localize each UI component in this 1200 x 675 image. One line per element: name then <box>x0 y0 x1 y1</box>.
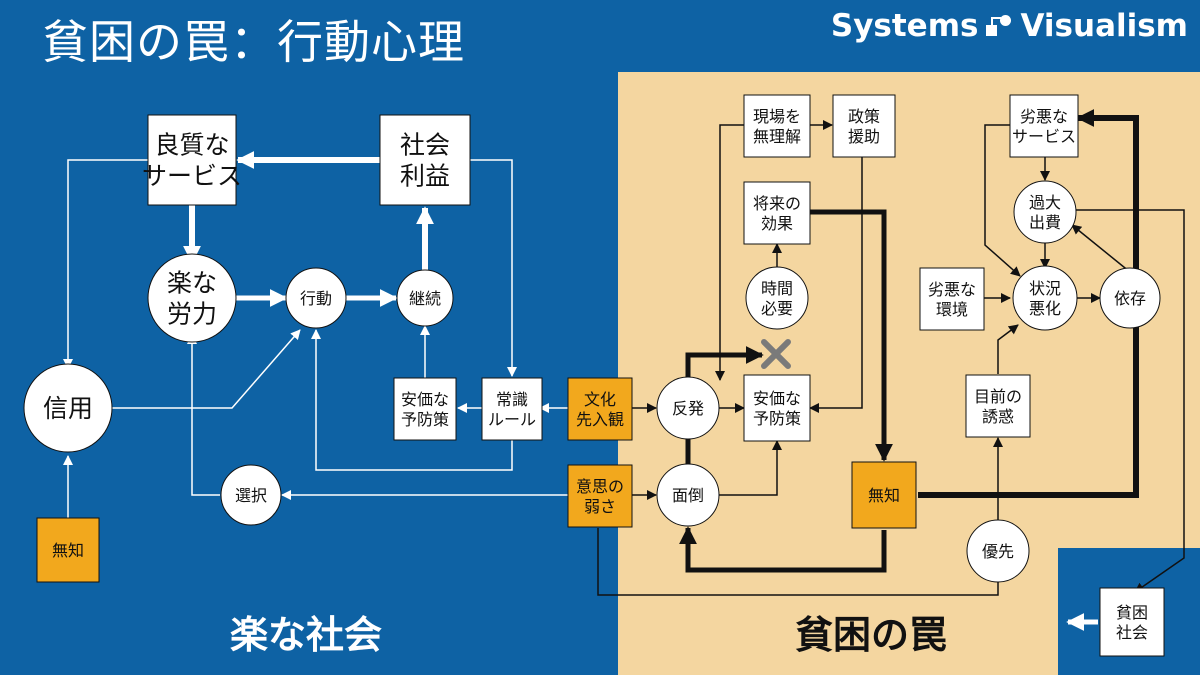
link-bad-service-to-situation <box>984 124 1021 277</box>
node-label-future-effect: 将来の効果 <box>753 194 801 233</box>
node-label-common-rule: 常識ルール <box>488 390 536 429</box>
link-temptation-to-situation <box>997 324 1019 374</box>
link-misunderstand-to-backlash <box>715 124 744 381</box>
poverty-trap-label: 貧困の罠 <box>795 613 948 657</box>
node-policy-aid: 政策援助 <box>832 94 896 158</box>
node-label-ignorance-right: 無知 <box>868 486 900 505</box>
node-label-backlash: 反発 <box>672 399 704 418</box>
node-hassle: 面倒 <box>656 463 720 527</box>
node-label-cheap-prevention-left: 安価な予防策 <box>401 390 449 429</box>
link-common-rule-to-action <box>311 329 513 471</box>
node-misunderstand: 現場を無理解 <box>743 94 811 158</box>
node-choice: 選択 <box>220 464 282 526</box>
node-cheap-prevention-left: 安価な予防策 <box>393 377 457 441</box>
page-title: 貧困の罠：行動心理 <box>42 15 465 69</box>
node-ignorance-left: 無知 <box>36 517 100 583</box>
node-label-time-needed: 時間必要 <box>761 279 793 318</box>
node-quality-service: 良質なサービス <box>142 114 242 206</box>
node-social-benefit: 社会利益 <box>379 114 471 206</box>
poverty-trap-region <box>618 72 1200 675</box>
node-overspend: 過大出費 <box>1013 180 1077 244</box>
link-hassle-to-cheap-prevention <box>718 440 782 496</box>
node-label-poor-society: 貧困社会 <box>1116 603 1148 642</box>
node-ignorance-right: 無知 <box>851 461 917 529</box>
node-culture-bias: 文化先入観 <box>567 377 633 441</box>
node-label-social-benefit: 社会利益 <box>400 130 450 190</box>
node-continuation: 継続 <box>396 269 454 327</box>
node-bad-env: 劣悪な環境 <box>919 267 985 331</box>
easy-society-links <box>63 151 568 518</box>
node-trust: 信用 <box>23 363 113 453</box>
node-situation-worse: 状況悪化 <box>1012 265 1078 331</box>
node-label-choice: 選択 <box>235 486 267 505</box>
node-label-overspend: 過大出費 <box>1029 193 1061 232</box>
node-weak-will: 意思の弱さ <box>567 464 633 528</box>
node-label-continuation: 継続 <box>409 289 441 308</box>
node-label-bad-env: 劣悪な環境 <box>928 280 976 319</box>
node-label-bad-service: 劣悪なサービス <box>1012 107 1076 146</box>
node-label-weak-will: 意思の弱さ <box>576 477 624 516</box>
node-poor-society: 貧困社会 <box>1099 587 1165 657</box>
link-choice-to-easy-effort <box>187 334 220 496</box>
node-label-ignorance-left: 無知 <box>52 541 84 560</box>
link-dependence-to-overspend <box>1071 224 1131 273</box>
node-future-effect: 将来の効果 <box>743 181 811 245</box>
node-label-easy-effort: 楽な労力 <box>167 268 217 328</box>
easy-society-label: 楽な社会 <box>230 613 383 657</box>
node-bad-service: 劣悪なサービス <box>1009 94 1079 158</box>
node-label-hassle: 面倒 <box>672 486 704 505</box>
node-cheap-prevention-right: 安価な予防策 <box>743 374 811 442</box>
poverty-trap-links <box>597 109 1185 596</box>
link-policy-aid-to-cheap-prevention <box>809 155 863 413</box>
systems-visualism-logo-icon <box>986 13 1012 39</box>
node-time-needed: 時間必要 <box>745 266 809 330</box>
node-label-priority: 優先 <box>982 542 1014 561</box>
node-priority: 優先 <box>966 519 1030 583</box>
link-trust-to-action <box>110 329 301 409</box>
node-label-culture-bias: 文化先入観 <box>576 390 624 429</box>
node-label-policy-aid: 政策援助 <box>848 107 880 146</box>
node-label-temptation: 目前の誘惑 <box>974 387 1022 426</box>
link-quality-service-to-trust <box>63 159 148 369</box>
node-action: 行動 <box>285 267 347 329</box>
link-overspend-to-poor-society <box>1074 209 1185 593</box>
node-label-dependence: 依存 <box>1114 289 1146 308</box>
node-backlash: 反発 <box>656 376 720 440</box>
node-label-quality-service: 良質なサービス <box>142 130 242 190</box>
link-social-benefit-to-common-rule <box>470 159 517 377</box>
node-easy-effort: 楽な労力 <box>147 253 237 343</box>
link-weak-will-to-priority <box>597 528 999 596</box>
node-label-trust: 信用 <box>43 394 93 423</box>
link-future-effect-to-ignorance-bold <box>810 209 893 462</box>
nodes: 良質なサービス社会利益楽な労力行動継続信用安価な予防策常識ルール選択無知文化先入… <box>23 94 1165 657</box>
brand-text-right: Visualism <box>1020 8 1188 44</box>
node-label-action: 行動 <box>300 289 332 308</box>
brand-logo: Systems Visualism <box>831 8 1188 44</box>
link-ignorance-to-hassle-bold <box>679 526 887 573</box>
blocked-cross-icon <box>761 339 791 369</box>
node-label-situation-worse: 状況悪化 <box>1029 279 1061 318</box>
node-label-misunderstand: 現場を無理解 <box>753 107 801 146</box>
node-dependence: 依存 <box>1099 267 1161 329</box>
node-label-cheap-prevention-right: 安価な予防策 <box>753 389 801 428</box>
node-common-rule: 常識ルール <box>481 377 543 441</box>
brand-text-left: Systems <box>830 8 979 44</box>
node-temptation: 目前の誘惑 <box>965 374 1031 438</box>
